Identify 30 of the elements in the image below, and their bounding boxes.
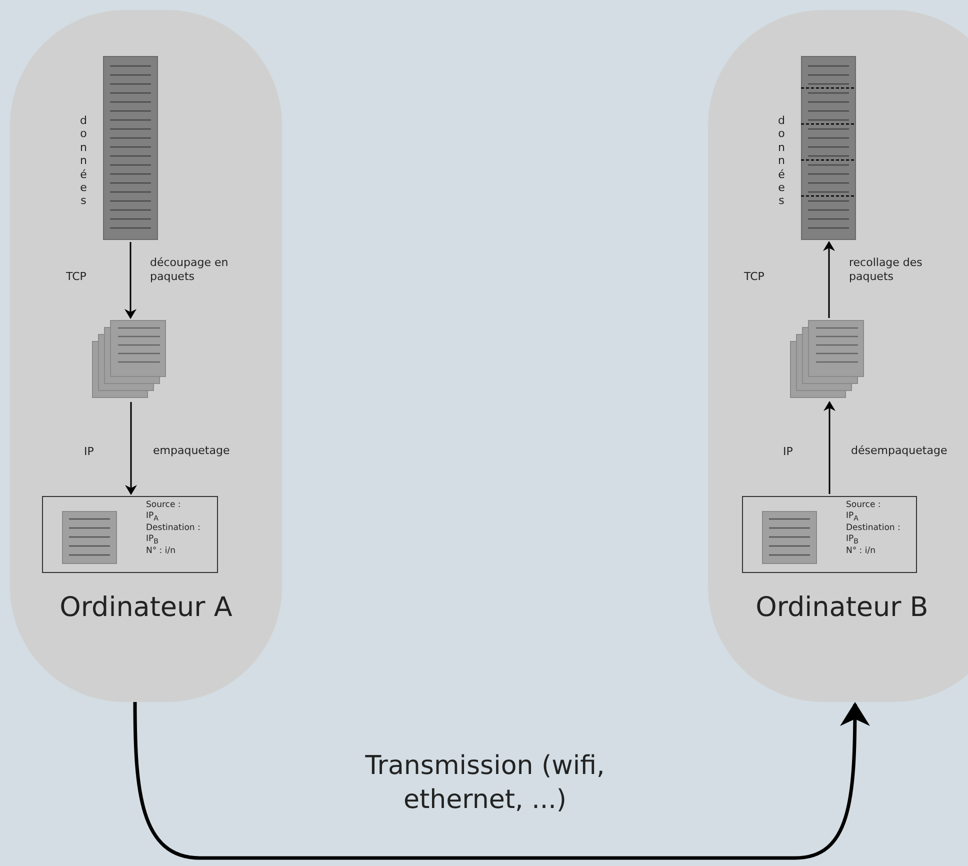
edge-label: recollage des paquets <box>849 256 924 285</box>
protocol-label: IP <box>783 445 793 458</box>
header-field: Source : <box>146 500 200 512</box>
protocol-label: TCP <box>744 270 764 283</box>
computer-label: Ordinateur B <box>754 592 930 623</box>
packet-frame <box>742 496 917 573</box>
packet-frame <box>42 496 218 573</box>
edge-label: désempaquetage <box>851 444 948 458</box>
header-field: N° : i/n <box>846 546 900 557</box>
header-field: N° : i/n <box>146 546 200 557</box>
header-field: Destination : <box>846 522 900 534</box>
protocol-label: IP <box>84 445 94 458</box>
header-field: IP$_{B}$ <box>846 534 900 546</box>
computer-label: Ordinateur A <box>58 592 234 623</box>
header-field: Destination : <box>146 522 200 534</box>
arrow <box>823 241 835 318</box>
edge-label: Transmission (wifi, ethernet, ...) <box>364 750 606 817</box>
edge-label: découpage en paquets <box>150 256 230 285</box>
arrow <box>125 402 137 495</box>
edge-label: empaquetage <box>153 444 231 458</box>
protocol-label: TCP <box>66 270 86 283</box>
header-field: IP$_{A}$ <box>846 511 900 523</box>
arrow <box>124 242 136 319</box>
arrow <box>824 401 836 494</box>
arrow <box>133 702 870 860</box>
vertical-label: données <box>777 114 786 208</box>
header-field: IP$_{A}$ <box>146 511 200 523</box>
vertical-label: données <box>79 114 88 208</box>
header-field: IP$_{B}$ <box>146 534 200 546</box>
header-field: Source : <box>846 500 900 512</box>
